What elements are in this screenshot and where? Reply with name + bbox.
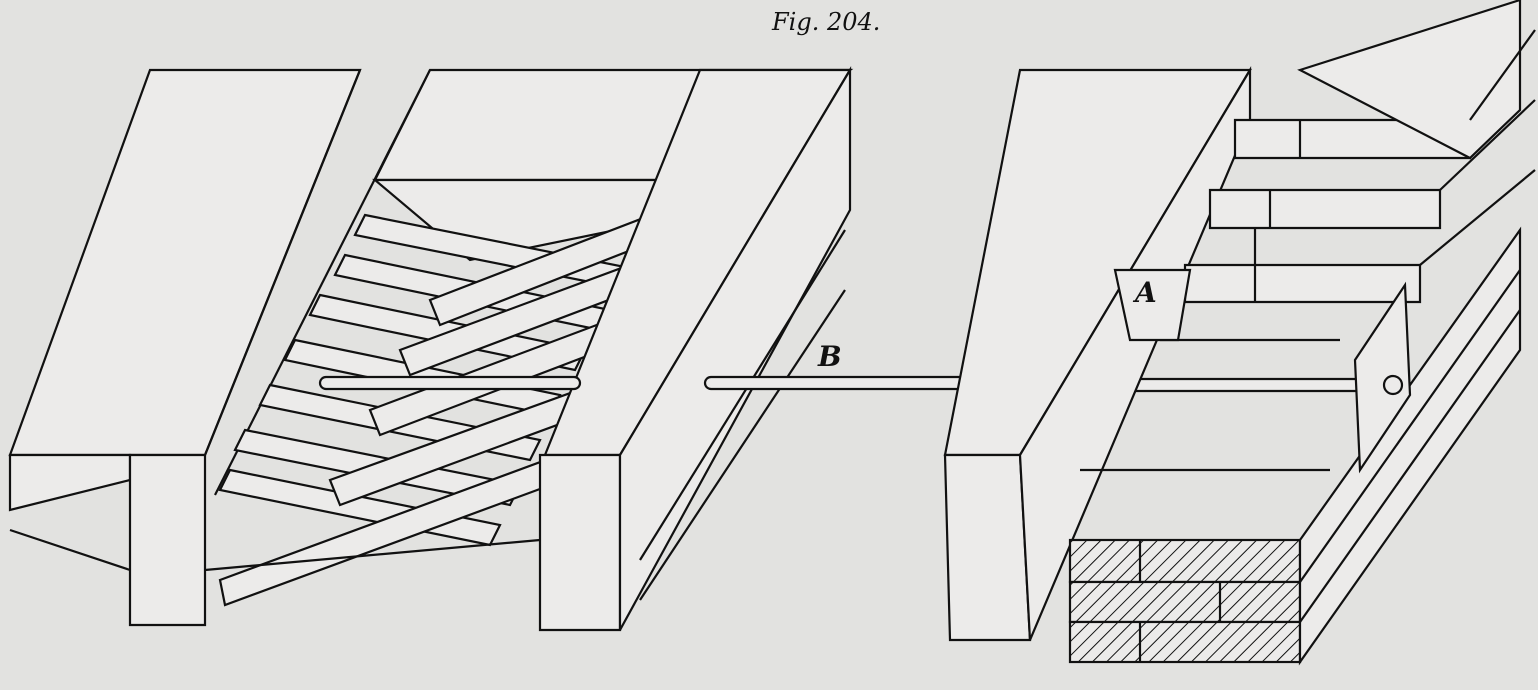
herringbone-boards bbox=[218, 198, 697, 607]
masonry-right bbox=[943, 0, 1536, 666]
upper-bricks bbox=[1080, 0, 1536, 472]
left-fill-section bbox=[8, 453, 132, 512]
slab-end-hatched bbox=[943, 453, 1032, 642]
label-a: A bbox=[1135, 276, 1157, 309]
tie-rod bbox=[318, 375, 1390, 393]
anchor-plate bbox=[1353, 281, 1412, 474]
nut bbox=[1382, 374, 1404, 396]
brick-stack bbox=[1068, 226, 1522, 666]
left-beam-end-hatched bbox=[128, 453, 207, 627]
right-beam-end-hatched bbox=[538, 453, 622, 632]
right-beam-side bbox=[618, 66, 852, 631]
label-b: B bbox=[818, 340, 842, 373]
wedge-a bbox=[1113, 268, 1192, 342]
figure-title: Fig. 204. bbox=[772, 8, 881, 36]
floor-construction-left bbox=[8, 66, 854, 632]
